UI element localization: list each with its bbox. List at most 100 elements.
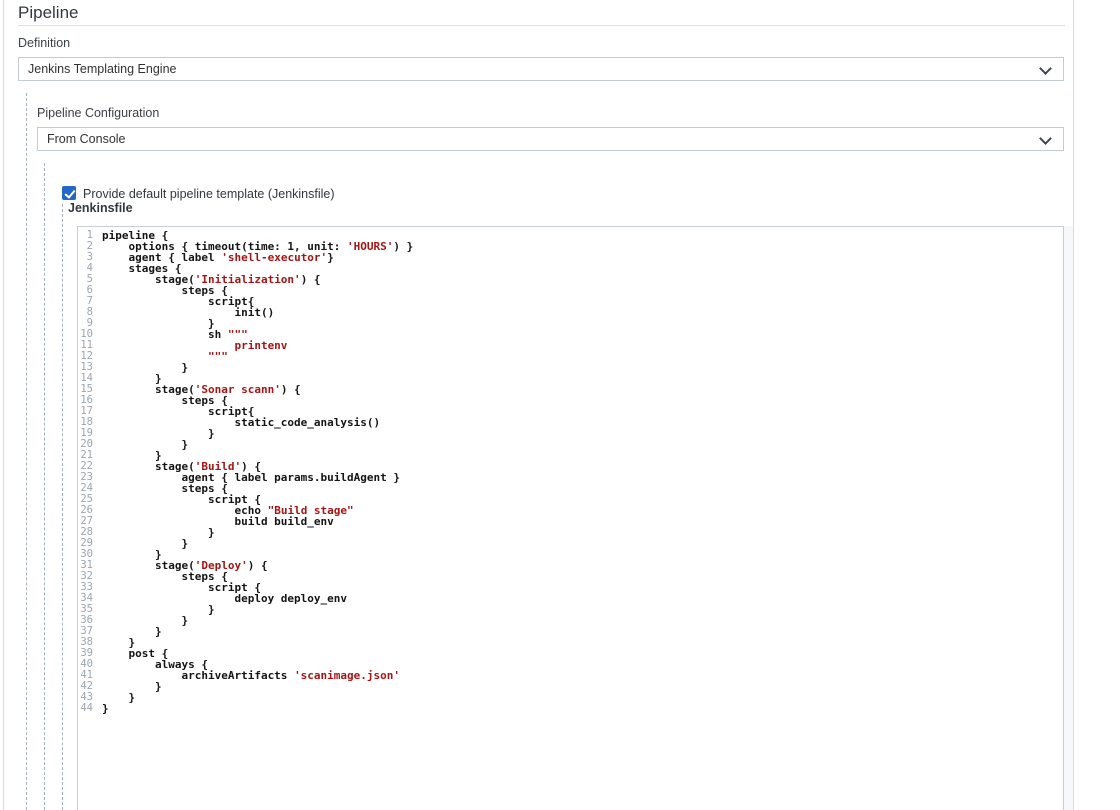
code-line: 31 stage('Deploy') { [78, 559, 1063, 572]
line-number: 22 [80, 460, 93, 472]
line-number: 13 [80, 361, 93, 373]
code-line: 27 build build_env [78, 515, 1063, 528]
line-number: 39 [80, 647, 93, 659]
provide-default-template-label: Provide default pipeline template (Jenki… [83, 187, 335, 201]
line-number: 31 [80, 559, 93, 571]
code-line: 5 stage('Initialization') { [78, 273, 1063, 286]
code-text: } [102, 636, 136, 649]
code-text: sh """ [102, 328, 248, 341]
code-line: 24 steps { [78, 482, 1063, 495]
line-number: 19 [80, 427, 93, 439]
line-number: 41 [80, 669, 93, 681]
code-text: } [102, 372, 162, 385]
code-line: 17 script{ [78, 405, 1063, 418]
code-line: 33 script { [78, 581, 1063, 594]
line-number: 1 [86, 229, 93, 241]
code-text: } [102, 625, 162, 638]
line-number: 36 [80, 614, 93, 626]
code-line: 32 steps { [78, 570, 1063, 583]
section-guide-level1 [26, 93, 27, 810]
code-line: 18 static_code_analysis() [78, 416, 1063, 429]
code-text: } [102, 537, 189, 550]
provide-default-template-checkbox[interactable] [62, 186, 76, 200]
chevron-down-icon [1039, 132, 1052, 145]
code-line: 40 always { [78, 658, 1063, 671]
line-number: 40 [80, 658, 93, 670]
code-text: script{ [102, 295, 255, 308]
line-number: 12 [80, 350, 93, 362]
line-number: 5 [86, 273, 93, 285]
line-number: 30 [80, 548, 93, 560]
code-line: 25 script { [78, 494, 1063, 506]
code-text: init() [102, 306, 275, 319]
code-line: 8 init() [78, 306, 1063, 319]
line-number: 17 [80, 405, 93, 417]
line-number: 2 [86, 240, 93, 252]
code-line: 43 } [78, 691, 1063, 704]
title-divider [18, 25, 1065, 26]
code-line: 21 } [78, 449, 1063, 462]
code-line: 2 options { timeout(time: 1, unit: 'HOUR… [78, 240, 1063, 253]
code-text: deploy deploy_env [102, 592, 348, 605]
line-number: 24 [80, 482, 93, 494]
code-text: stage('Build') { [102, 460, 261, 473]
page-title: Pipeline [18, 3, 79, 22]
code-text: steps { [102, 482, 228, 495]
definition-select[interactable]: Jenkins Templating Engine [18, 57, 1064, 81]
code-text: } [102, 449, 162, 462]
code-line: 26 echo "Build stage" [78, 504, 1063, 517]
code-line: 22 stage('Build') { [78, 460, 1063, 473]
code-line: 10 sh """ [78, 328, 1063, 341]
panel-left-border [3, 0, 4, 810]
code-text: } [102, 548, 162, 561]
code-text: """ [102, 350, 228, 363]
line-number: 37 [80, 625, 93, 637]
code-text: archiveArtifacts 'scanimage.json' [102, 669, 401, 682]
code-text: } [102, 427, 215, 440]
line-number: 4 [86, 262, 93, 274]
code-line: 20 } [78, 438, 1063, 451]
code-line: 16 steps { [78, 394, 1063, 407]
code-text: script { [102, 581, 261, 594]
code-text: } [102, 691, 136, 704]
line-number: 18 [80, 416, 93, 428]
code-text: } [102, 603, 215, 616]
code-line: 15 stage('Sonar scann') { [78, 384, 1063, 396]
line-number: 44 [80, 702, 93, 714]
line-number: 42 [80, 680, 93, 692]
code-text: agent { label 'shell-executor'} [102, 251, 334, 264]
line-number: 29 [80, 537, 93, 549]
editor-scroll-gutter[interactable] [1064, 226, 1073, 810]
code-text: } [102, 702, 109, 715]
line-number: 43 [80, 691, 93, 703]
jenkinsfile-label: Jenkinsfile [68, 201, 133, 215]
code-line: 6 steps { [78, 284, 1063, 297]
code-text: script{ [102, 405, 255, 418]
code-text: } [102, 438, 189, 451]
code-text: steps { [102, 394, 228, 407]
line-number: 32 [80, 570, 93, 582]
line-number: 11 [80, 339, 93, 351]
code-text: static_code_analysis() [102, 416, 381, 429]
line-number: 3 [86, 251, 93, 263]
pipeline-configuration-select[interactable]: From Console [37, 127, 1064, 151]
code-text: stage('Deploy') { [102, 559, 268, 572]
code-text: printenv [102, 339, 288, 352]
line-number: 6 [86, 284, 93, 296]
code-text: echo "Build stage" [102, 504, 354, 517]
code-line: 3 agent { label 'shell-executor'} [78, 251, 1063, 264]
code-text: steps { [102, 570, 228, 583]
line-number: 27 [80, 515, 93, 527]
line-number: 7 [86, 295, 93, 307]
code-line: 34 deploy deploy_env [78, 592, 1063, 605]
code-text: build build_env [102, 515, 334, 528]
code-line: 23 agent { label params.buildAgent } [78, 472, 1063, 484]
line-number: 34 [80, 592, 93, 604]
code-line: 28 } [78, 527, 1063, 539]
code-line: 7 script{ [78, 295, 1063, 308]
line-number: 20 [80, 438, 93, 450]
code-line: 30 } [78, 548, 1063, 561]
